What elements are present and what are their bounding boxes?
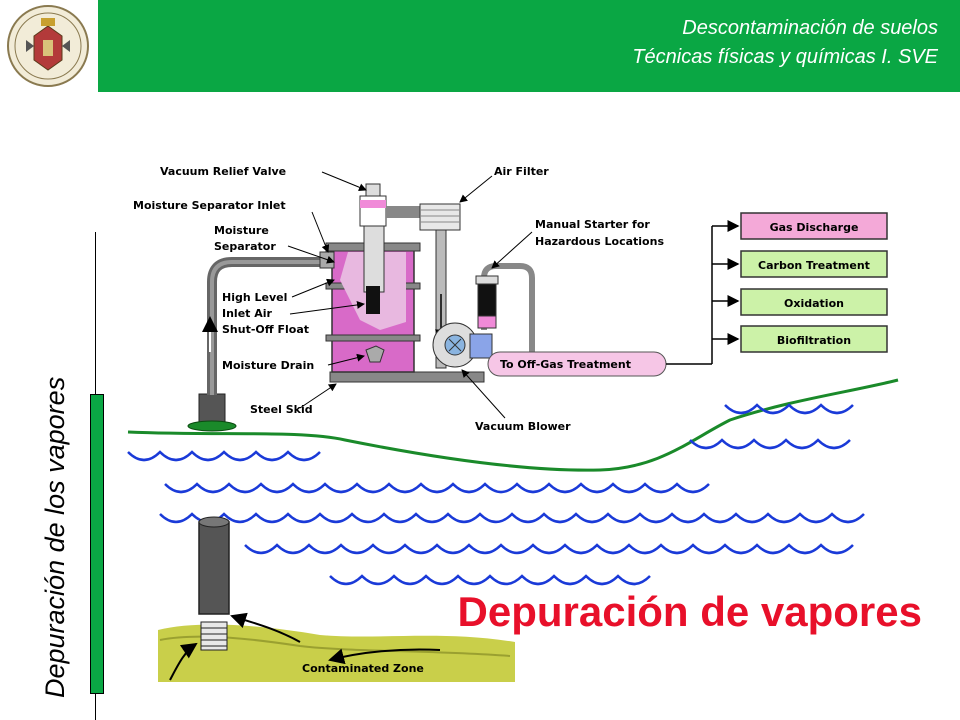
- label-moisture-separator-2: Separator: [214, 240, 276, 253]
- label-moisture-separator-inlet: Moisture Separator Inlet: [133, 199, 286, 212]
- treatment-branches: [711, 220, 740, 364]
- logo: [0, 0, 98, 92]
- off-gas-label: To Off-Gas Treatment: [500, 358, 631, 371]
- extraction-well: [198, 516, 230, 651]
- treatment-box-carbon: Carbon Treatment: [740, 250, 888, 278]
- soil-waves: [127, 403, 865, 586]
- header-line-1: Descontaminación de suelos: [682, 17, 938, 39]
- label-moisture-separator-1: Moisture: [214, 224, 269, 237]
- flow-arrow: [328, 648, 441, 665]
- header-bar: Descontaminación de suelos Técnicas físi…: [0, 0, 960, 92]
- header-text: Descontaminación de suelos Técnicas físi…: [632, 14, 938, 72]
- treatment-label: Biofiltration: [777, 334, 851, 347]
- label-high-level-1: High Level: [222, 291, 287, 304]
- treatment-box-bg: [740, 288, 888, 316]
- off-gas-pipe: To Off-Gas Treatment: [487, 351, 667, 377]
- moisture-separator: [319, 225, 421, 373]
- header-line-2: Técnicas físicas y químicas I. SVE: [632, 46, 938, 68]
- wellhead: [187, 393, 237, 432]
- label-steel-skid: Steel Skid: [250, 403, 313, 416]
- treatment-label: Gas Discharge: [770, 221, 859, 234]
- label-manual-starter-2: Hazardous Locations: [535, 235, 664, 248]
- manual-starter: [475, 263, 535, 362]
- contaminated-zone-label: Contaminated Zone: [302, 662, 424, 675]
- side-accent-bar: [90, 394, 104, 694]
- label-high-level-2: Inlet Air: [222, 307, 273, 320]
- treatment-box-biofiltration: Biofiltration: [740, 325, 888, 353]
- label-air-filter: Air Filter: [494, 165, 549, 178]
- treatment-box-bg: [740, 250, 888, 278]
- flow-arrow: [230, 612, 301, 643]
- label-manual-starter-1: Manual Starter for: [535, 218, 650, 231]
- treatment-label: Oxidation: [784, 297, 844, 310]
- label-moisture-drain: Moisture Drain: [222, 359, 314, 372]
- label-vacuum-relief-valve: Vacuum Relief Valve: [160, 165, 286, 178]
- treatment-box-gas-discharge: Gas Discharge: [740, 212, 888, 240]
- vacuum-blower: [432, 322, 493, 368]
- steel-skid: [329, 371, 485, 383]
- treatment-box-bg: [740, 212, 888, 240]
- callout-labels: Vacuum Relief Valve Moisture Separator I…: [133, 165, 664, 433]
- flow-arrow: [169, 642, 198, 681]
- university-crest-icon: [7, 5, 89, 87]
- treatment-label: Carbon Treatment: [758, 259, 870, 272]
- treatment-box-bg: [740, 325, 888, 353]
- ground-surface-line: [127, 378, 899, 472]
- label-vacuum-blower: Vacuum Blower: [475, 420, 571, 433]
- vacuum-relief-valve: [359, 183, 387, 227]
- main-title: Depuración de vapores: [457, 588, 922, 635]
- treatment-box-oxidation: Oxidation: [740, 288, 888, 316]
- air-filter: [419, 203, 461, 369]
- label-high-level-3: Shut-Off Float: [222, 323, 309, 336]
